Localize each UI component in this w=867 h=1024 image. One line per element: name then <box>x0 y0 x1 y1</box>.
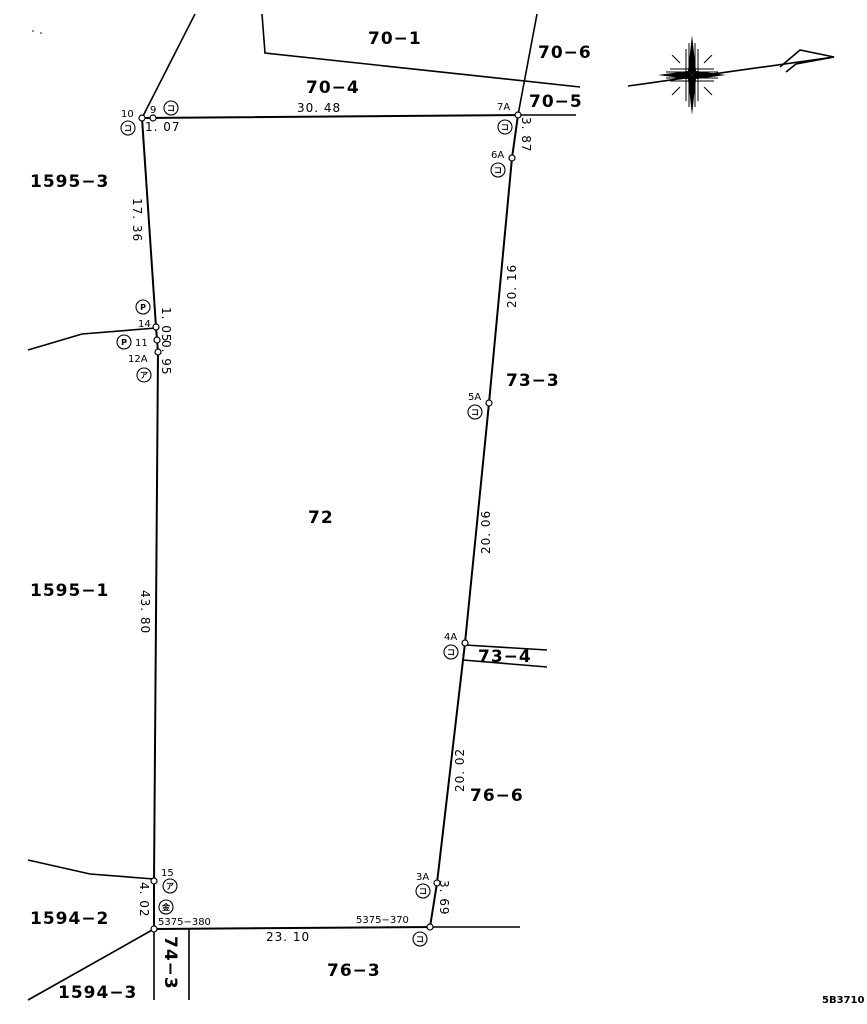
parcel-70-1: 70−1 <box>368 29 422 49</box>
parcel-1594-2: 1594−2 <box>30 909 109 929</box>
parcel-76-6: 76−6 <box>470 786 524 806</box>
north-arrow-icon <box>627 49 835 87</box>
distance-7A-6A: 3. 87 <box>519 117 533 153</box>
parcel-70-6: 70−6 <box>538 43 592 63</box>
survey-point-11 <box>153 336 161 344</box>
mark-ta-12A: ア <box>140 371 148 380</box>
survey-point-370 <box>426 923 434 931</box>
parcel-1595-1: 1595−1 <box>30 581 109 601</box>
point-labels: 10 9 7A 6A 14 11 12A 5A 4A 15 3A 5375−38… <box>121 102 510 928</box>
survey-point-7A <box>514 111 522 119</box>
survey-point-9 <box>149 114 157 122</box>
distance-4A-3A: 20. 02 <box>453 748 467 792</box>
point-label-10: 10 <box>121 109 134 120</box>
point-label-14: 14 <box>138 319 151 330</box>
point-label-5A: 5A <box>468 392 481 403</box>
distance-14-11: 1. 05 <box>159 307 173 343</box>
mark-ko-10: コ <box>124 124 132 133</box>
distance-5A-4A: 20. 06 <box>479 510 493 554</box>
distance-12A-15: 43. 80 <box>138 590 152 634</box>
scan-specks <box>32 30 42 34</box>
adjacent-boundaries <box>27 13 581 1001</box>
distance-10-14: 17. 36 <box>130 198 144 242</box>
survey-point-6A <box>508 154 516 162</box>
distance-labels: 30. 48 1. 07 3. 87 17. 36 20. 16 1. 05 0… <box>130 101 533 944</box>
mark-ko-9: コ <box>167 104 175 113</box>
parcel-1594-3: 1594−3 <box>58 983 137 1003</box>
distance-15-380: 4. 02 <box>137 882 151 918</box>
distance-9-7A: 30. 48 <box>297 101 341 115</box>
point-label-11: 11 <box>135 338 148 349</box>
parcel-73-3: 73−3 <box>506 371 560 391</box>
distance-11-12A: 0. 95 <box>159 340 173 376</box>
survey-point-10 <box>138 114 146 122</box>
survey-point-15 <box>150 877 158 885</box>
compass-rose-icon <box>658 35 726 115</box>
boundary-mark-symbols: コ コ コ コ P P ア コ コ ア コ 金 コ <box>116 100 513 947</box>
point-label-6A: 6A <box>491 150 504 161</box>
survey-point-12A <box>154 348 162 356</box>
point-label-9: 9 <box>150 105 156 116</box>
point-label-4A: 4A <box>444 632 457 643</box>
footer-code: 5B3710 <box>822 995 864 1006</box>
point-label-3A: 3A <box>416 872 429 883</box>
parcel-73-4: 73−4 <box>478 647 532 667</box>
distance-380-370: 23. 10 <box>266 930 310 944</box>
survey-point-14 <box>152 323 160 331</box>
parcel-1595-3: 1595−3 <box>30 172 109 192</box>
distance-10-9: 1. 07 <box>145 120 181 134</box>
distance-6A-5A: 20. 16 <box>505 264 519 308</box>
survey-points <box>138 111 522 933</box>
distance-3A-370: 3. 69 <box>437 880 451 916</box>
survey-point-3A <box>433 879 441 887</box>
point-label-7A: 7A <box>497 102 510 113</box>
point-label-380: 5375−380 <box>158 917 211 928</box>
parcel-70-5: 70−5 <box>529 92 583 112</box>
parcel-76-3: 76−3 <box>327 961 381 981</box>
parcel-labels: 70−1 70−6 70−4 70−5 1595−3 73−3 72 1595−… <box>30 29 592 1003</box>
point-label-370: 5375−370 <box>356 915 409 926</box>
mark-ta-15: ア <box>166 882 174 891</box>
parcel-74-3: 74−3 <box>160 936 180 990</box>
survey-point-5A <box>485 399 493 407</box>
mark-ko-3A: コ <box>419 887 427 896</box>
mark-ko-7A: コ <box>501 123 509 132</box>
mark-kin-380: 金 <box>161 902 171 912</box>
point-label-12A: 12A <box>128 354 148 365</box>
mark-ko-6A: コ <box>494 166 502 175</box>
point-label-15: 15 <box>161 868 174 879</box>
parcel-70-4: 70−4 <box>306 78 360 98</box>
parcel-72: 72 <box>308 508 334 528</box>
survey-point-4A <box>461 639 469 647</box>
mark-ko-370: コ <box>416 935 424 944</box>
mark-p-14: P <box>140 303 146 312</box>
mark-ko-4A: コ <box>447 648 455 657</box>
mark-p-11: P <box>121 338 127 347</box>
survey-point-380 <box>150 925 158 933</box>
mark-ko-5A: コ <box>471 408 479 417</box>
